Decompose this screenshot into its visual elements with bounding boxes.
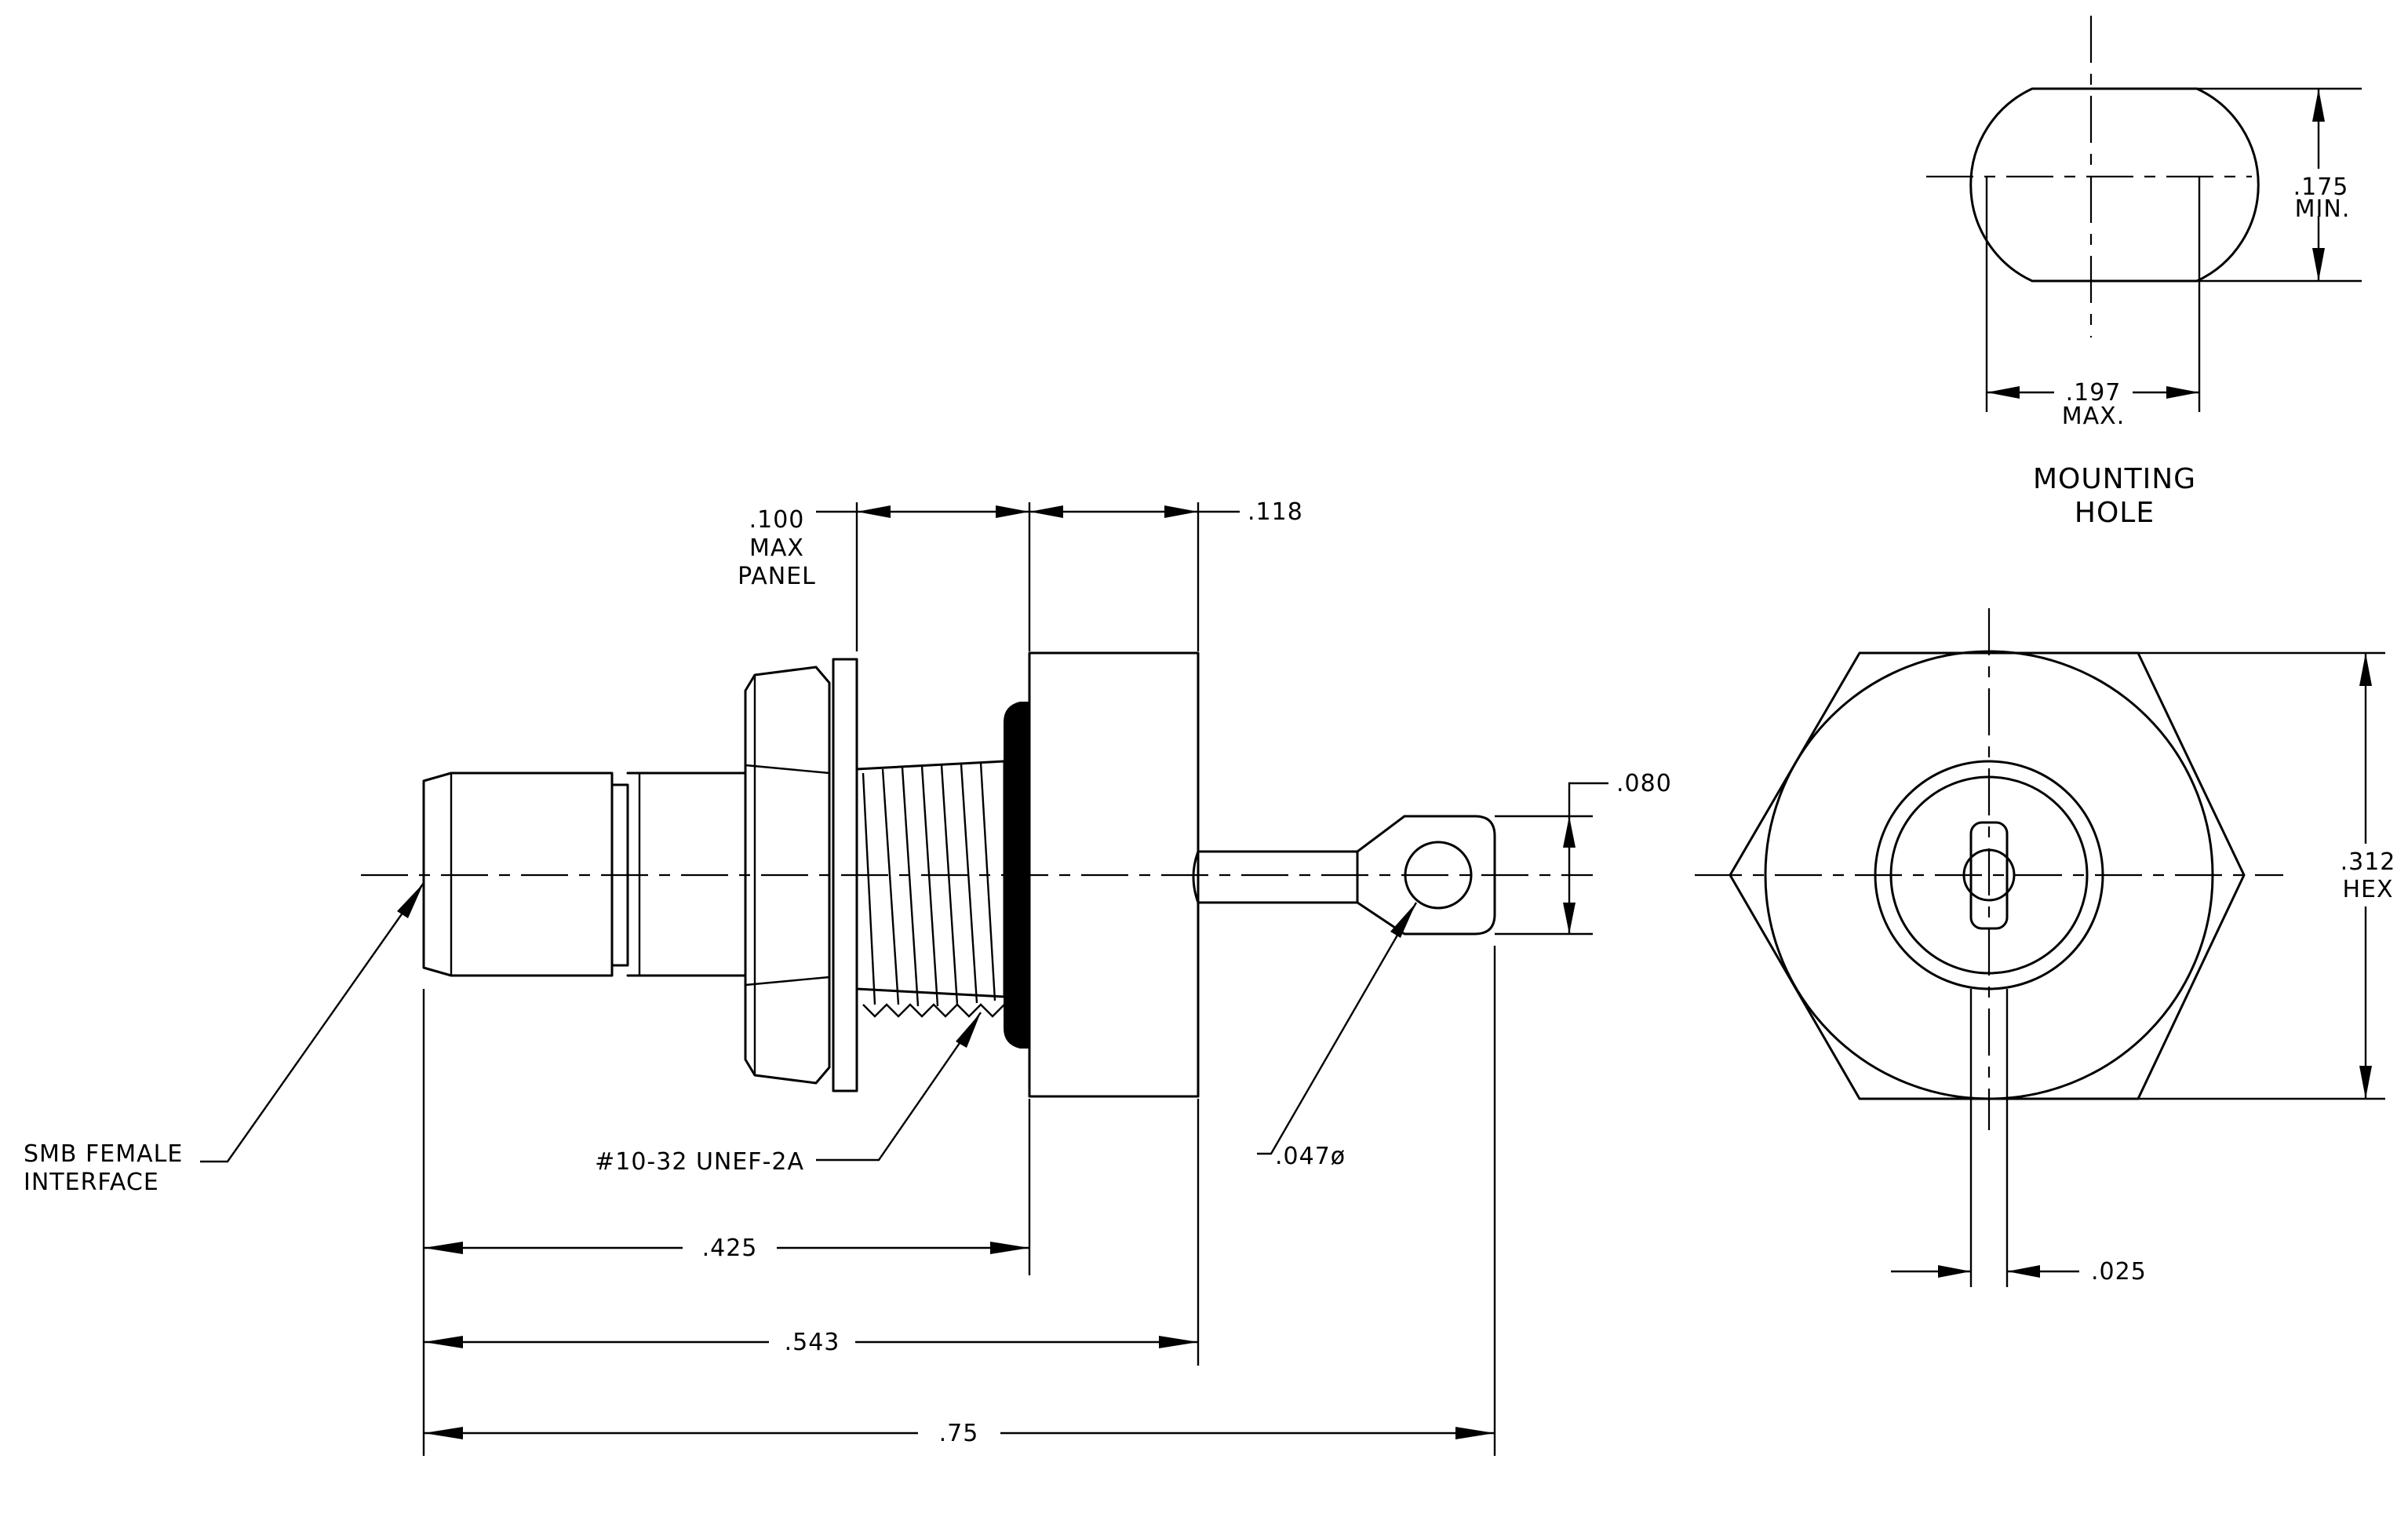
hex-nut-flat-2: [745, 976, 830, 987]
solder-pin: [1197, 850, 1359, 904]
side-view: [361, 651, 1593, 1098]
hex-nut: [744, 666, 831, 1085]
mounting-hole-title-line2: HOLE: [2075, 497, 2155, 529]
hex-nut-flat-1: [745, 764, 830, 775]
dim-425-label: .425: [702, 1235, 758, 1262]
interface-label-line2: INTERFACE: [24, 1169, 159, 1196]
pin-dim-label: .025: [2091, 1258, 2147, 1286]
side-view-dimensions: .100 MAX PANEL .118 .080 .047ø #10-32 UN…: [24, 498, 1672, 1456]
hex-dim-line2: HEX: [2342, 876, 2393, 903]
tab-hole: [1404, 841, 1473, 910]
mounting-hole-view: .175 MIN. .197 MAX. MOUNTING HOLE: [1926, 16, 2362, 529]
mounting-width-dim-line1: .197: [2066, 379, 2122, 407]
hole-dim-label: .047ø: [1275, 1143, 1346, 1170]
lock-washer: [832, 658, 858, 1092]
dim-75-label: .75: [939, 1420, 979, 1447]
thread-label: #10-32 UNEF-2A: [595, 1148, 804, 1176]
panel-label-line1: .100: [749, 506, 805, 534]
pin-tip: [1192, 850, 1200, 904]
dim-543-label: .543: [785, 1329, 840, 1356]
tab-width-dim-label: .080: [1616, 770, 1672, 797]
panel-label-line3: PANEL: [738, 563, 816, 590]
mounting-hole-title-line1: MOUNTING: [2033, 463, 2196, 495]
interface-label-line1: SMB FEMALE: [24, 1140, 183, 1168]
o-ring-gasket: [1004, 702, 1030, 1049]
mounting-hole-outline: [1969, 87, 2260, 283]
hex-dim-line1: .312: [2341, 848, 2396, 876]
mounting-height-dim-line1: .175: [2293, 173, 2349, 201]
flange-dim-label: .118: [1248, 498, 1303, 526]
flange-body: [1028, 651, 1200, 1098]
thread-lines: [862, 762, 1005, 1018]
interface-groove: [610, 783, 629, 967]
end-view: .312 HEX .025: [1695, 608, 2395, 1287]
mounting-height-dim-line2: MIN.: [2295, 195, 2351, 223]
solder-tab: [1356, 815, 1496, 936]
panel-label-line2: MAX: [749, 534, 804, 562]
mounting-width-dim-line2: MAX.: [2062, 403, 2126, 430]
